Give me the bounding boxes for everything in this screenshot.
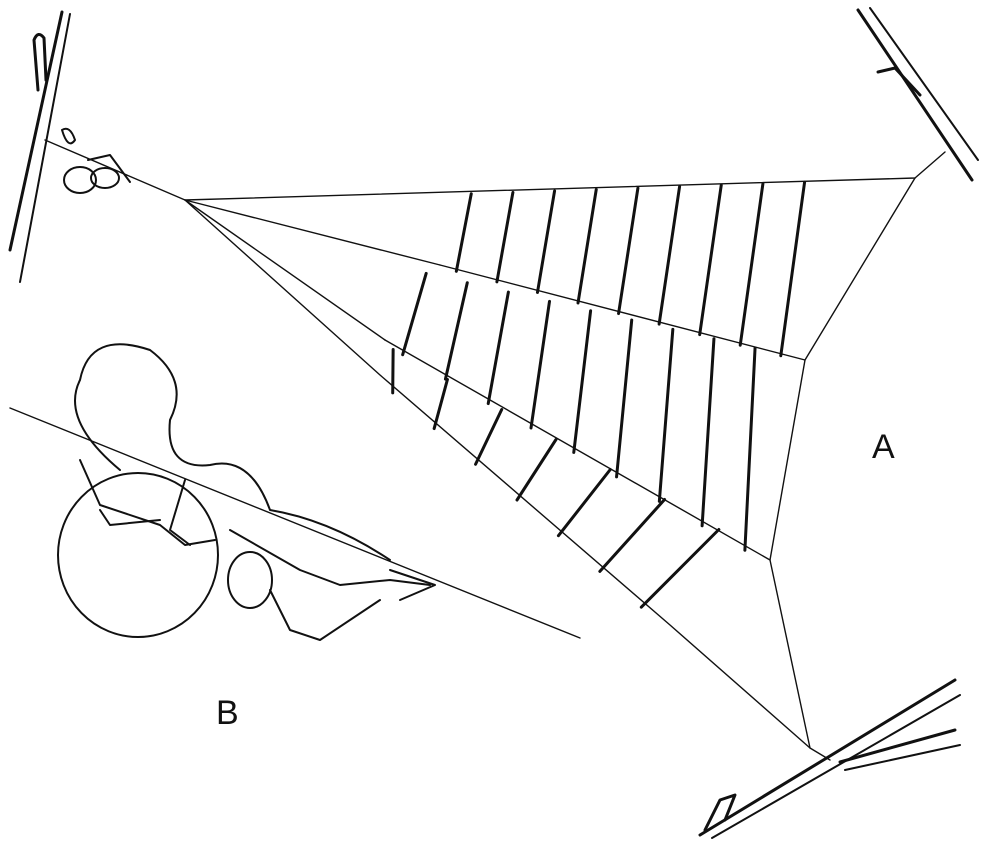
web-rung xyxy=(474,408,504,466)
web-rung xyxy=(486,290,510,406)
web-rung xyxy=(443,281,469,381)
web-rung xyxy=(401,271,428,357)
web-rung xyxy=(529,299,551,430)
twig-top-right xyxy=(856,7,979,182)
web-rung xyxy=(454,192,473,273)
web-rung xyxy=(598,498,667,573)
web-rung xyxy=(779,180,807,358)
twig-top-left xyxy=(8,10,71,283)
web-rung xyxy=(639,528,721,609)
web-rungs xyxy=(391,180,807,609)
spider-with-egg-sac xyxy=(57,343,436,641)
web-rung xyxy=(657,327,675,503)
web-rung xyxy=(576,187,598,305)
web-rung xyxy=(657,185,682,326)
web-rung xyxy=(617,186,640,316)
web-rung xyxy=(515,438,558,502)
web-rung xyxy=(495,190,515,284)
web-rung xyxy=(572,309,593,454)
web-rung xyxy=(556,468,612,538)
web-rung xyxy=(743,346,757,552)
web-frame xyxy=(9,139,946,761)
web-rung xyxy=(738,182,765,347)
web-rung xyxy=(615,318,634,479)
figure-label-a: A xyxy=(872,428,895,466)
web-rung xyxy=(535,189,557,294)
web-rung xyxy=(700,337,716,528)
small-spider-icon xyxy=(61,127,131,194)
web-rung xyxy=(698,183,723,337)
twig-bottom-right xyxy=(698,678,961,839)
web-rung xyxy=(432,378,449,431)
figure-label-b: B xyxy=(216,694,239,732)
